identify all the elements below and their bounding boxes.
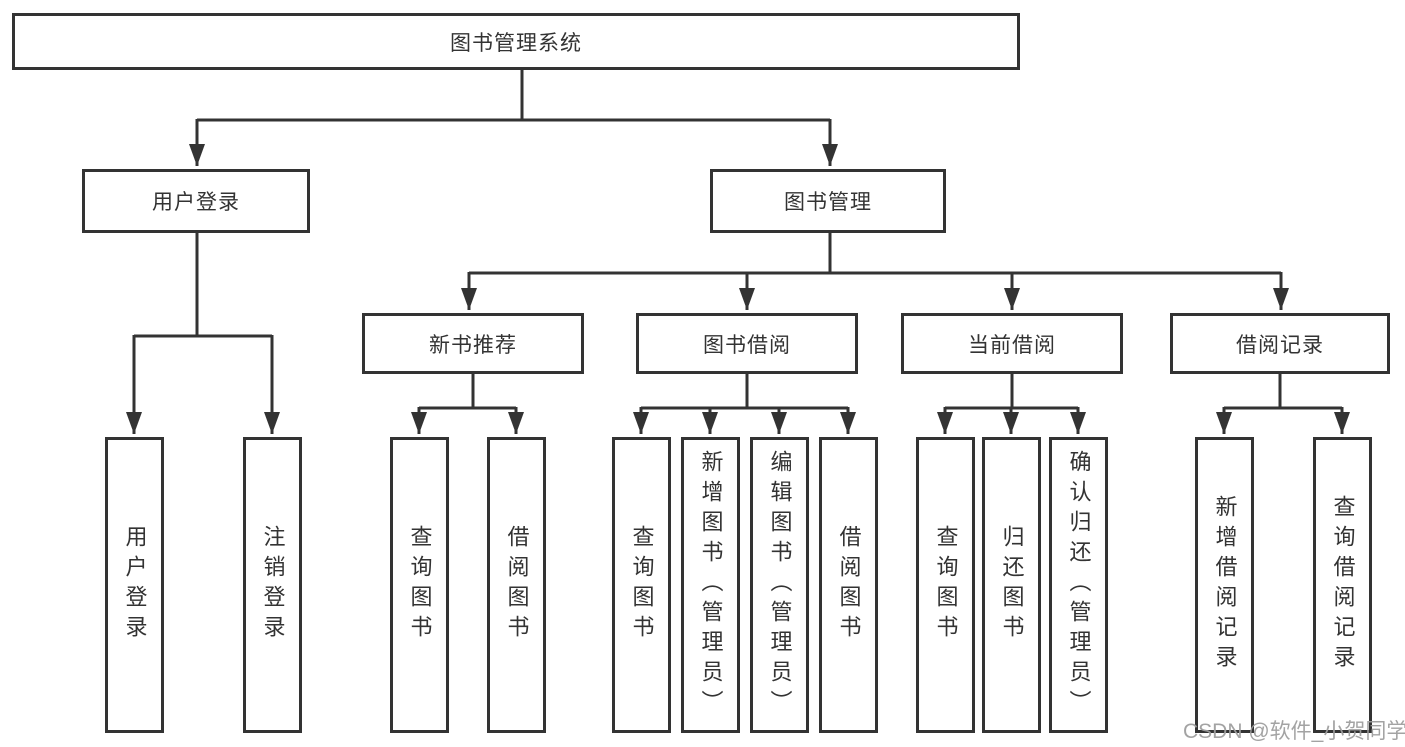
leaf-add-book-admin-label: 新增图书（管理员） xyxy=(698,450,724,720)
node-book-borrow: 图书借阅 xyxy=(636,313,858,374)
node-user-login-label: 用户登录 xyxy=(152,191,240,214)
node-borrow-records-label: 借阅记录 xyxy=(1236,333,1324,357)
leaf-return-book-label: 归还图书 xyxy=(999,525,1025,645)
leaf-logout: 注销登录 xyxy=(243,437,302,733)
leaf-edit-book-admin: 编辑图书（管理员） xyxy=(750,437,809,733)
leaf-user-login-label: 用户登录 xyxy=(122,525,148,645)
leaf-query-book-current: 查询图书 xyxy=(916,437,975,733)
node-borrow-records: 借阅记录 xyxy=(1170,313,1390,374)
leaf-add-book-admin: 新增图书（管理员） xyxy=(681,437,740,733)
node-current-borrow: 当前借阅 xyxy=(901,313,1123,374)
node-root-label: 图书管理系统 xyxy=(450,31,582,55)
node-new-book-recommend-label: 新书推荐 xyxy=(429,333,517,357)
csdn-watermark: CSDN @软件_小贺同学 xyxy=(1183,720,1405,743)
leaf-query-book-recommend-label: 查询图书 xyxy=(407,525,433,645)
leaf-confirm-return-admin: 确认归还（管理员） xyxy=(1049,437,1108,733)
leaf-add-borrow-record-label: 新增借阅记录 xyxy=(1212,495,1238,675)
leaf-user-login: 用户登录 xyxy=(105,437,164,733)
node-book-borrow-label: 图书借阅 xyxy=(703,333,791,357)
leaf-logout-label: 注销登录 xyxy=(260,525,286,645)
leaf-borrow-book-label: 借阅图书 xyxy=(836,525,862,645)
leaf-query-borrow-record-label: 查询借阅记录 xyxy=(1330,495,1356,675)
node-root: 图书管理系统 xyxy=(12,13,1020,70)
node-book-management-label: 图书管理 xyxy=(784,191,872,214)
leaf-add-borrow-record: 新增借阅记录 xyxy=(1195,437,1254,733)
leaf-borrow-book-recommend-label: 借阅图书 xyxy=(504,525,530,645)
leaf-query-book-borrow-label: 查询图书 xyxy=(629,525,655,645)
node-book-management: 图书管理 xyxy=(710,169,946,233)
leaf-query-book-current-label: 查询图书 xyxy=(933,525,959,645)
leaf-borrow-book: 借阅图书 xyxy=(819,437,878,733)
node-new-book-recommend: 新书推荐 xyxy=(362,313,584,374)
leaf-edit-book-admin-label: 编辑图书（管理员） xyxy=(767,450,793,720)
leaf-query-book-recommend: 查询图书 xyxy=(390,437,449,733)
node-current-borrow-label: 当前借阅 xyxy=(968,333,1056,357)
node-user-login: 用户登录 xyxy=(82,169,310,233)
leaf-query-book-borrow: 查询图书 xyxy=(612,437,671,733)
leaf-query-borrow-record: 查询借阅记录 xyxy=(1313,437,1372,733)
leaf-return-book: 归还图书 xyxy=(982,437,1041,733)
leaf-confirm-return-admin-label: 确认归还（管理员） xyxy=(1066,450,1092,720)
leaf-borrow-book-recommend: 借阅图书 xyxy=(487,437,546,733)
